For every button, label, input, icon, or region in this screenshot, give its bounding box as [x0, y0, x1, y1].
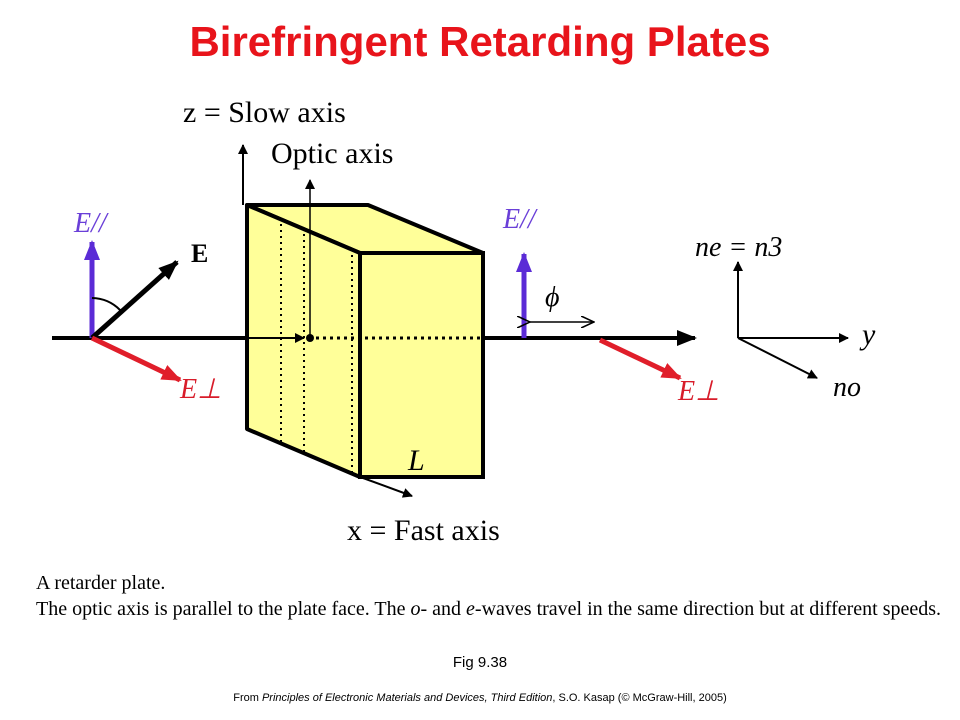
x-axis-label: x = Fast axis — [347, 514, 500, 547]
x-fast-axis-arrow — [362, 477, 413, 498]
optic-axis-label: Optic axis — [271, 137, 393, 170]
figure-caption: A retarder plate. The optic axis is para… — [36, 570, 946, 622]
y-label: y — [859, 318, 876, 351]
retarder-plate-diagram: z = Slow axis Optic axis x = Fast axis L… — [52, 96, 876, 547]
no-axis-arrow — [737, 337, 818, 379]
no-label: no — [833, 372, 861, 403]
crystal-left-face — [245, 203, 362, 479]
caption-line-2: The optic axis is parallel to the plate … — [36, 598, 942, 620]
e-perp-arrow-left — [90, 335, 182, 383]
e-perp-arrow-right — [598, 337, 682, 381]
e-perp-label-right: E⊥ — [677, 376, 720, 407]
ne-label: ne = n3 — [695, 232, 782, 263]
phase-label: ϕ — [545, 282, 560, 313]
e-perp-label-left: E⊥ — [179, 374, 222, 405]
e-field-label: E — [191, 239, 208, 268]
figure-number: Fig 9.38 — [452, 654, 508, 671]
thickness-label: L — [407, 444, 425, 477]
e-field-arrow — [90, 260, 179, 340]
source-citation: From Principles of Electronic Materials … — [233, 692, 727, 704]
e-parallel-label-right: E// — [502, 204, 538, 235]
caption-line-1: A retarder plate. — [36, 572, 166, 594]
beam-center-dot — [306, 334, 314, 342]
crystal-right-face — [358, 251, 485, 479]
z-axis-label: z = Slow axis — [183, 96, 346, 129]
field-angle-arc — [91, 297, 121, 311]
e-parallel-label-left: E// — [73, 208, 109, 239]
slide-title: Birefringent Retarding Plates — [189, 18, 771, 65]
